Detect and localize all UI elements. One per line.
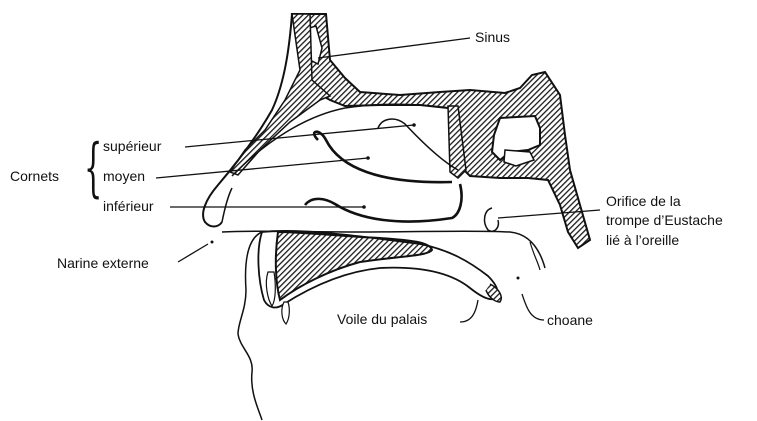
label-sinus: Sinus (475, 29, 510, 46)
skull-base-bone (292, 14, 590, 248)
leader-superieur (185, 125, 414, 147)
label-orifice-line1: Orifice de la (606, 193, 681, 210)
label-voile-du-palais: Voile du palais (337, 311, 427, 328)
marker-dot-choane (517, 277, 520, 280)
label-cornets: Cornets (10, 168, 59, 185)
marker-dot-inferieur (362, 205, 366, 209)
leader-choane (522, 294, 544, 320)
marker-dot-superieur (412, 123, 416, 127)
concha-inferior (305, 184, 462, 222)
incisor (266, 272, 275, 306)
label-choane: choane (547, 312, 593, 329)
marker-dot-moyen (366, 156, 370, 160)
marker-dot-narine (211, 241, 214, 244)
label-orifice-line3: lié à l’oreille (606, 232, 679, 249)
label-narine-externe: Narine externe (57, 255, 149, 272)
eustachian-orifice (485, 208, 499, 231)
nostril-edge (222, 188, 232, 222)
leader-narine (178, 244, 208, 262)
label-moyen: moyen (103, 168, 145, 185)
label-inferieur: inférieur (103, 198, 154, 215)
cornets-brace: { (84, 136, 102, 200)
label-superieur: supérieur (103, 138, 161, 155)
lower-incisor (282, 302, 289, 324)
leader-orifice (498, 210, 600, 218)
leader-voile (460, 300, 478, 322)
label-orifice-line2: trompe d’Eustache (606, 212, 723, 229)
concha-middle (314, 132, 452, 182)
leader-moyen (156, 158, 368, 178)
leader-sinus (318, 38, 470, 58)
